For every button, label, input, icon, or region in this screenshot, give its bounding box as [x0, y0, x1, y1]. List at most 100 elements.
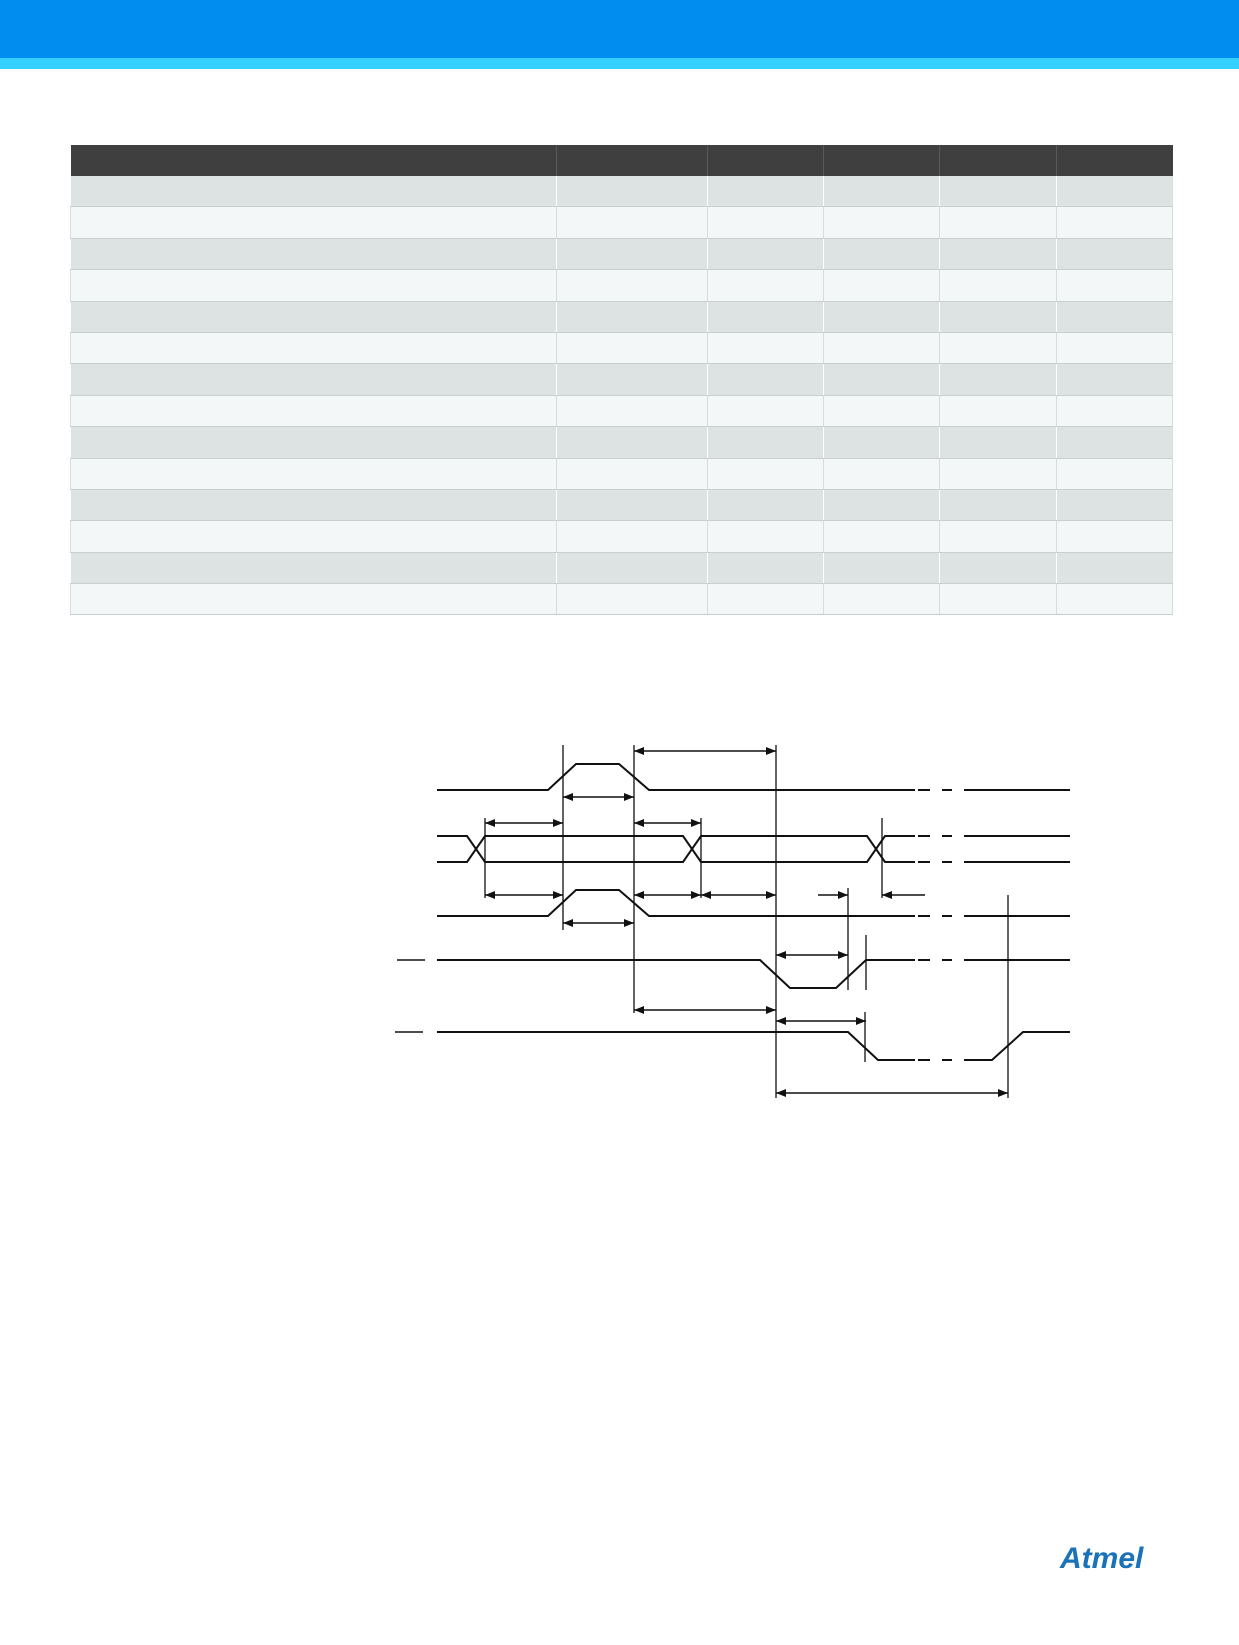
table-cell [1056, 458, 1173, 490]
signal-1-waveform [437, 763, 915, 791]
table-cell [556, 332, 708, 365]
table-cell [707, 520, 824, 553]
timing-arrow-head [624, 919, 634, 927]
timing-arrow-head [776, 1017, 786, 1025]
table-cell [70, 238, 557, 271]
table-cell [707, 363, 824, 396]
table-cell [70, 583, 557, 616]
table-cell [939, 238, 1057, 271]
table-cell [1056, 269, 1173, 302]
header-cell-min [707, 145, 824, 176]
timing-arrow-head [485, 819, 495, 827]
table-header-row [70, 145, 1173, 176]
atmel-logo-text: Atmel [1059, 1542, 1144, 1575]
timing-arrow-head [776, 1089, 786, 1097]
table-row [70, 458, 1173, 490]
table-cell [823, 458, 940, 490]
table-cell [1056, 176, 1173, 208]
signal-4-waveform [437, 959, 915, 989]
timing-arrow-head [553, 819, 563, 827]
table-cell [70, 176, 557, 208]
table-cell [70, 489, 557, 522]
table-cell [556, 552, 708, 585]
table-row [70, 238, 1173, 271]
timing-arrow-head [838, 951, 848, 959]
table-cell [823, 489, 940, 522]
table-cell [939, 520, 1057, 553]
signal-5-waveform-tail [964, 1031, 1070, 1061]
table-cell [939, 426, 1057, 459]
table-cell [1056, 238, 1173, 271]
timing-arrow-head [563, 793, 573, 801]
signal-2-waveform-upper [437, 835, 915, 863]
table-row [70, 301, 1173, 333]
table-cell [707, 458, 824, 490]
table-row [70, 552, 1173, 585]
header-cell-symbol [70, 145, 557, 176]
table-cell [939, 363, 1057, 396]
table-cell [1056, 583, 1173, 616]
table-cell [556, 269, 708, 302]
table-cell [823, 301, 940, 333]
table-cell [707, 489, 824, 522]
table-cell [823, 583, 940, 616]
table-cell [823, 332, 940, 365]
table-cell [1056, 363, 1173, 396]
table-cell [1056, 552, 1173, 585]
table-cell [707, 332, 824, 365]
table-cell [556, 426, 708, 459]
header-bar [0, 0, 1239, 58]
table-cell [823, 176, 940, 208]
timing-arrow-head [701, 891, 711, 899]
timing-arrow-head [634, 1006, 644, 1014]
table-cell [939, 583, 1057, 616]
table-cell [823, 269, 940, 302]
table-cell [707, 426, 824, 459]
table-cell [70, 269, 557, 302]
table-cell [939, 458, 1057, 490]
table-cell [556, 176, 708, 208]
table-cell [939, 269, 1057, 302]
table-row [70, 269, 1173, 302]
table-cell [1056, 426, 1173, 459]
table-cell [70, 426, 557, 459]
header-stripe [0, 58, 1239, 69]
table-cell [70, 206, 557, 239]
table-row [70, 176, 1173, 208]
atmel-logo: Atmel [1059, 1542, 1144, 1575]
table-cell [556, 583, 708, 616]
table-cell [1056, 395, 1173, 428]
table-cell [823, 206, 940, 239]
timing-arrow-head [691, 891, 701, 899]
signal-3-waveform [437, 889, 915, 917]
table-row [70, 489, 1173, 522]
table-cell [556, 458, 708, 490]
timing-arrow-head [691, 819, 701, 827]
timing-arrow-head [634, 747, 644, 755]
signal-2-waveform-lower [437, 835, 915, 863]
header-cell-typ [823, 145, 940, 176]
signal-5-waveform [437, 1031, 915, 1061]
timing-parameters-table [70, 145, 1173, 616]
timing-arrow-head [856, 1017, 866, 1025]
timing-parameters-table-wrap [70, 145, 1173, 616]
table-row [70, 206, 1173, 239]
table-cell [556, 363, 708, 396]
timing-arrow-head [776, 951, 786, 959]
timing-arrow-head [553, 891, 563, 899]
table-cell [1056, 520, 1173, 553]
table-row [70, 332, 1173, 365]
table-cell [707, 206, 824, 239]
table-cell [556, 395, 708, 428]
table-cell [707, 269, 824, 302]
timing-arrow-head [998, 1089, 1008, 1097]
table-cell [823, 363, 940, 396]
table-cell [707, 395, 824, 428]
header-cell-parameter [556, 145, 708, 176]
table-row [70, 363, 1173, 396]
header-cell-max [939, 145, 1057, 176]
table-cell [556, 206, 708, 239]
table-cell [70, 520, 557, 553]
table-cell [707, 301, 824, 333]
table-cell [823, 520, 940, 553]
